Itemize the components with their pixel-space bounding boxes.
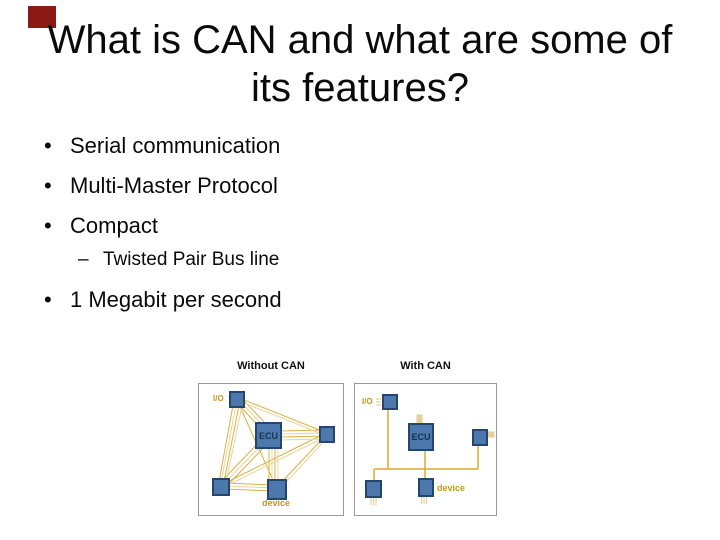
- wire-mesh-svg: [217, 397, 329, 492]
- node-peripheral: [472, 429, 488, 446]
- bullet-icon: •: [44, 173, 52, 198]
- node-device: [418, 478, 434, 497]
- node-device: [267, 479, 287, 500]
- bullet-item: • Compact: [44, 212, 158, 240]
- slide-title: What is CAN and what are some of its fea…: [0, 16, 720, 112]
- bullet-text: Compact: [70, 213, 159, 238]
- bullet-text: 1 Megabit per second: [70, 287, 282, 312]
- bullet-text: Serial communication: [70, 133, 281, 158]
- node-ecu: ECU: [408, 423, 434, 451]
- node-io: [229, 391, 245, 408]
- without-can-panel: I/O ECU device: [198, 383, 344, 516]
- node-io: [382, 394, 398, 410]
- bullet-icon: •: [44, 133, 52, 158]
- io-label: I/O: [362, 397, 373, 406]
- device-label: device: [437, 483, 466, 493]
- panel-title-without-can: Without CAN: [237, 360, 305, 372]
- slide-title-line-2: its features?: [251, 66, 469, 110]
- sub-bullet-item: –Twisted Pair Bus line: [78, 248, 279, 272]
- bus-wiring-svg: [370, 398, 495, 505]
- bullet-icon: •: [44, 213, 52, 238]
- io-label: I/O: [213, 394, 224, 403]
- bullet-item: • Serial communication: [44, 132, 280, 160]
- bullet-item: • 1 Megabit per second: [44, 286, 282, 314]
- device-label: device: [262, 498, 291, 508]
- bullet-text: Multi-Master Protocol: [70, 173, 278, 198]
- node-peripheral: [319, 426, 335, 443]
- with-can-panel: I/O ECU device: [354, 383, 497, 516]
- corner-accent-mark: [28, 6, 56, 28]
- dash-icon: –: [78, 249, 89, 270]
- slide-title-line-1: What is CAN and what are some of: [47, 18, 673, 62]
- node-peripheral: [212, 478, 230, 496]
- node-ecu: ECU: [255, 422, 282, 449]
- bullet-item: • Multi-Master Protocol: [44, 172, 278, 200]
- panel-title-with-can: With CAN: [400, 360, 451, 372]
- bullet-text: Twisted Pair Bus line: [103, 249, 280, 270]
- node-peripheral: [365, 480, 382, 498]
- bullet-icon: •: [44, 287, 52, 312]
